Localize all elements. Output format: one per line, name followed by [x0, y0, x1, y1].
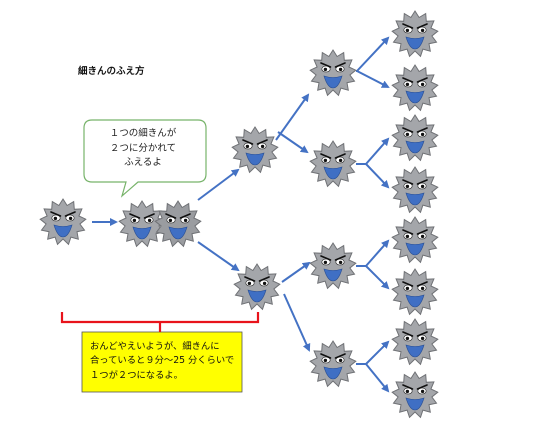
time-bracket	[60, 312, 260, 332]
germ-icon	[39, 198, 87, 246]
note-box	[81, 331, 243, 393]
germ-icon	[233, 263, 281, 311]
arrow-icon	[365, 137, 390, 165]
arrow-icon	[283, 293, 311, 352]
arrows-layer	[92, 36, 390, 393]
bubble-line-2: ２つに分かれて	[109, 142, 177, 154]
germ-icon	[309, 242, 357, 290]
germs-layer	[39, 10, 439, 419]
germ-icon	[309, 49, 357, 97]
germ-icon	[391, 371, 439, 419]
arrow-icon	[197, 168, 240, 201]
germ-icon	[231, 126, 279, 174]
arrow-icon	[275, 93, 310, 141]
germ-icon	[118, 200, 166, 248]
germ-icon	[391, 318, 439, 366]
arrow-icon	[365, 239, 390, 267]
arrow-icon	[365, 163, 390, 189]
diagram-title: 細きんのふえ方	[78, 66, 145, 77]
arrow-icon	[356, 36, 390, 72]
note-line-2: 合っていると９分～25 分くらいで	[90, 355, 235, 367]
germ-icon	[391, 114, 439, 162]
arrow-icon	[197, 241, 240, 272]
germ-icon	[154, 200, 202, 248]
germ-icon	[309, 140, 357, 188]
germ-icon	[391, 166, 439, 214]
germ-icon	[391, 268, 439, 316]
note-text: おんどやえいようが、細きんに 合っていると９分～25 分くらいで １つが２つにな…	[90, 340, 240, 383]
germ-icon	[309, 340, 357, 388]
arrow-icon	[281, 261, 311, 283]
bubble-line-3: ふえるよ	[124, 157, 162, 168]
bubble-line-1: １つの細きんが	[109, 128, 177, 139]
arrow-icon	[365, 265, 390, 290]
note-line-1: おんどやえいようが、細きんに	[90, 341, 220, 352]
note-line-3: １つが２つになるよ。	[90, 369, 183, 381]
arrow-icon	[365, 363, 390, 393]
arrow-icon	[356, 70, 390, 88]
arrow-icon	[365, 340, 390, 365]
germ-icon	[391, 64, 439, 112]
arrow-icon	[277, 131, 309, 154]
germ-icon	[391, 10, 439, 58]
bubble-text: １つの細きんが ２つに分かれて ふえるよ	[84, 127, 202, 171]
germ-icon	[391, 216, 439, 264]
speech-bubble	[83, 119, 207, 198]
